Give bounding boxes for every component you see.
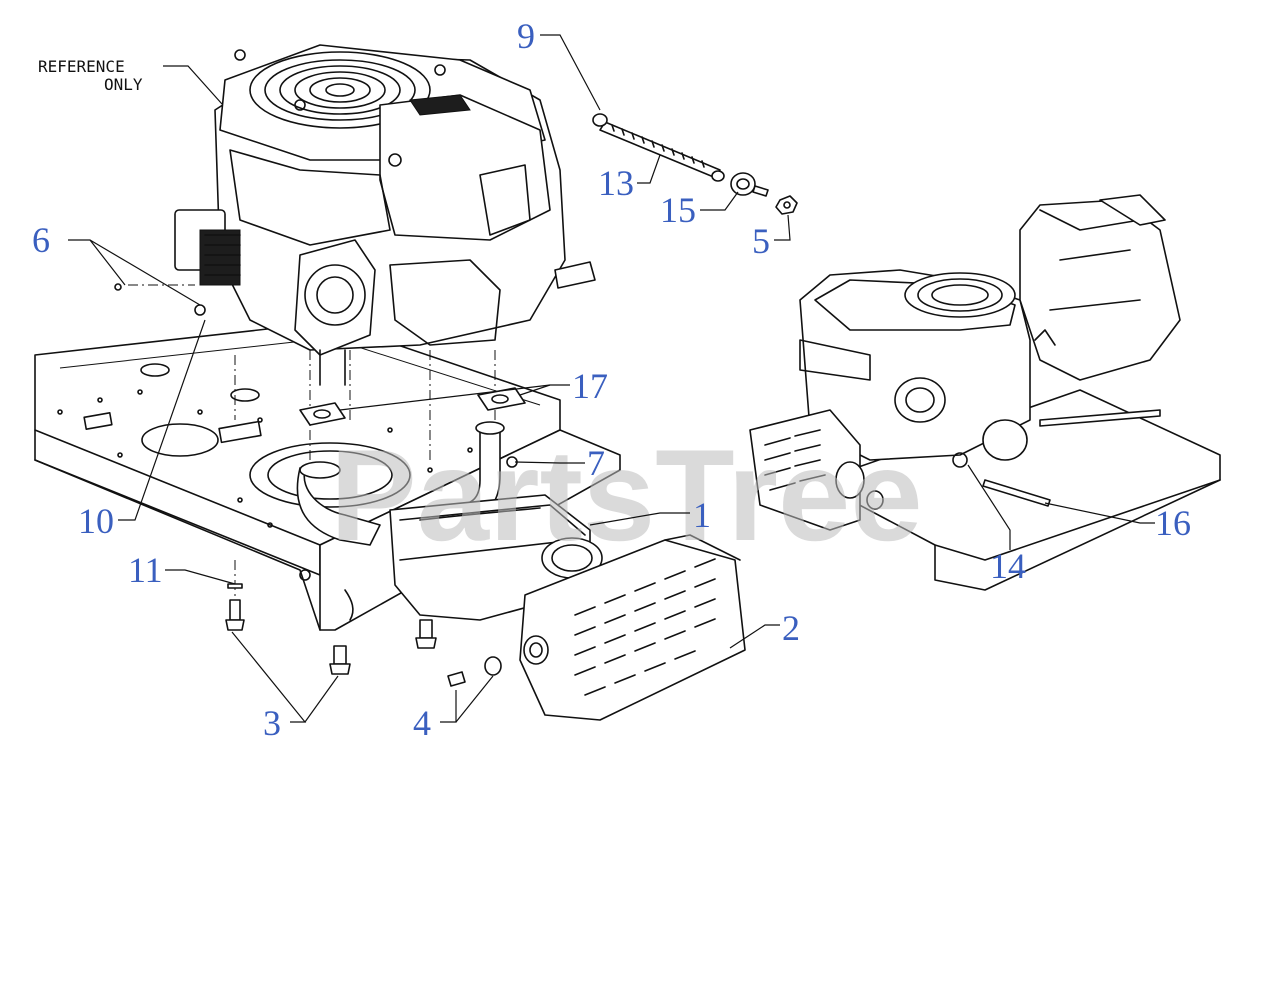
callout-9: 9: [517, 16, 535, 56]
callout-10: 10: [78, 501, 114, 541]
callout-7: 7: [587, 443, 605, 483]
watermark-text: PartsTree: [330, 422, 923, 568]
engine-left: [174, 44, 596, 386]
linkage-rod: [592, 113, 798, 215]
callout-1: 1: [693, 495, 711, 535]
callout-16: 16: [1155, 503, 1191, 543]
callout-leaders: [68, 34, 1155, 723]
callout-6: 6: [32, 220, 50, 260]
callout-4: 4: [413, 703, 431, 743]
callout-11: 11: [128, 550, 163, 590]
callout-3: 3: [263, 703, 281, 743]
callout-14: 14: [990, 546, 1026, 586]
heat-shield: [519, 534, 746, 721]
callout-5: 5: [752, 221, 770, 261]
callout-17: 17: [572, 366, 608, 406]
reference-line-2: ONLY: [104, 75, 143, 94]
bolts: [114, 283, 502, 687]
assembled-view-right: [749, 194, 1221, 591]
callout-15: 15: [660, 190, 696, 230]
reference-note: REFERENCE ONLY: [38, 57, 223, 105]
callout-2: 2: [782, 608, 800, 648]
callout-13: 13: [598, 163, 634, 203]
callout-numbers: 9 13 15 5 6 17 7 1 2 10 11 3 4 14 16: [32, 16, 1191, 743]
reference-line-1: REFERENCE: [38, 57, 125, 76]
